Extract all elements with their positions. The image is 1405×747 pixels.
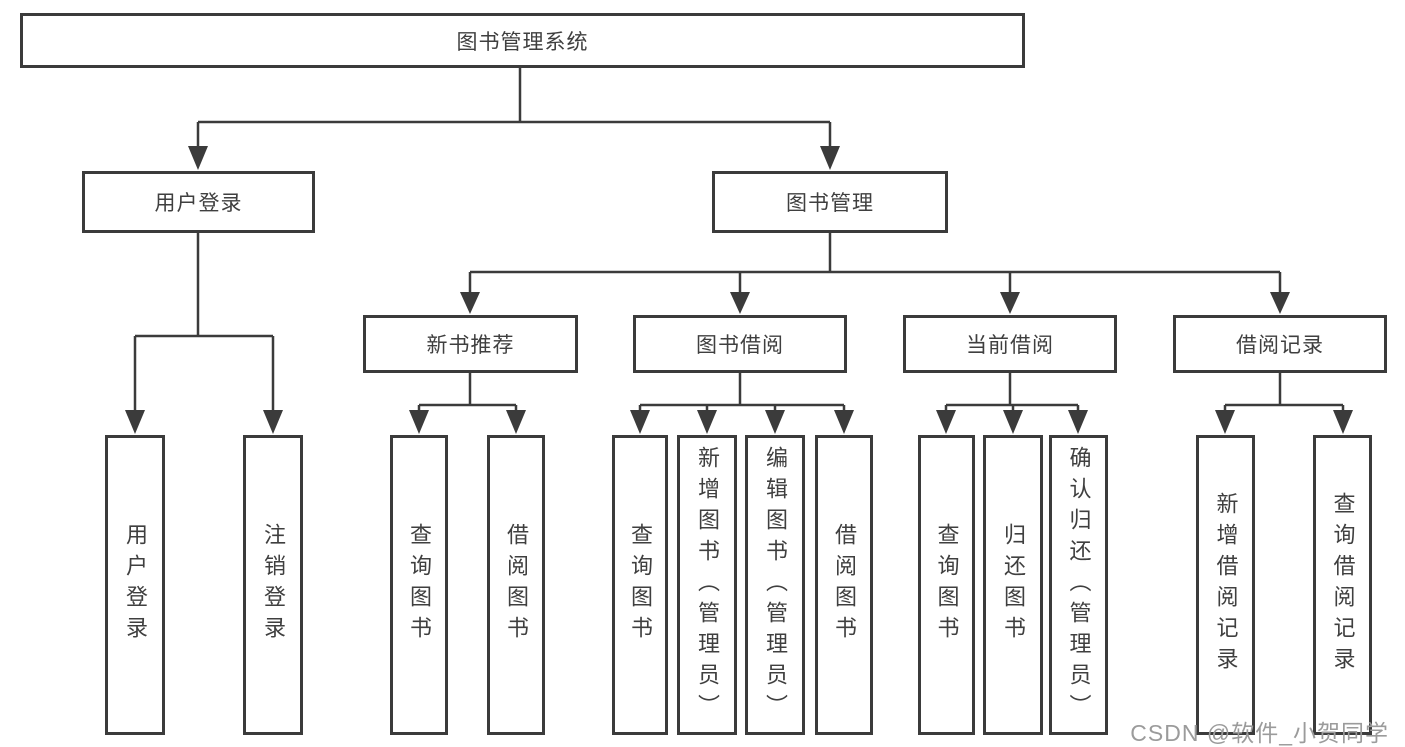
leaf-add-borrow-record: 新增借阅记录 [1196, 435, 1255, 735]
node-borrowing-records: 借阅记录 [1173, 315, 1387, 373]
node-user-login: 用户登录 [82, 171, 315, 233]
leaf-query-books-2: 查询图书 [612, 435, 668, 735]
node-book-borrowing: 图书借阅 [633, 315, 847, 373]
node-book-management-system: 图书管理系统 [20, 13, 1025, 68]
leaf-edit-books-admin: 编辑图书（管理员） [745, 435, 805, 735]
node-current-borrowing: 当前借阅 [903, 315, 1117, 373]
leaf-user-login: 用户登录 [105, 435, 165, 735]
leaf-return-books: 归还图书 [983, 435, 1043, 735]
leaf-query-books-3: 查询图书 [918, 435, 975, 735]
leaf-query-books-1: 查询图书 [390, 435, 448, 735]
leaf-query-borrow-record: 查询借阅记录 [1313, 435, 1372, 735]
arrowheads [125, 146, 1353, 434]
leaf-confirm-return-admin: 确认归还（管理员） [1049, 435, 1108, 735]
leaf-add-books-admin: 新增图书（管理员） [677, 435, 737, 735]
node-book-management: 图书管理 [712, 171, 948, 233]
leaf-borrow-books-2: 借阅图书 [815, 435, 873, 735]
csdn-watermark: CSDN @软件_小贺同学 [1130, 720, 1389, 746]
leaf-logout: 注销登录 [243, 435, 303, 735]
node-new-book-recommendation: 新书推荐 [363, 315, 578, 373]
leaf-borrow-books-1: 借阅图书 [487, 435, 545, 735]
